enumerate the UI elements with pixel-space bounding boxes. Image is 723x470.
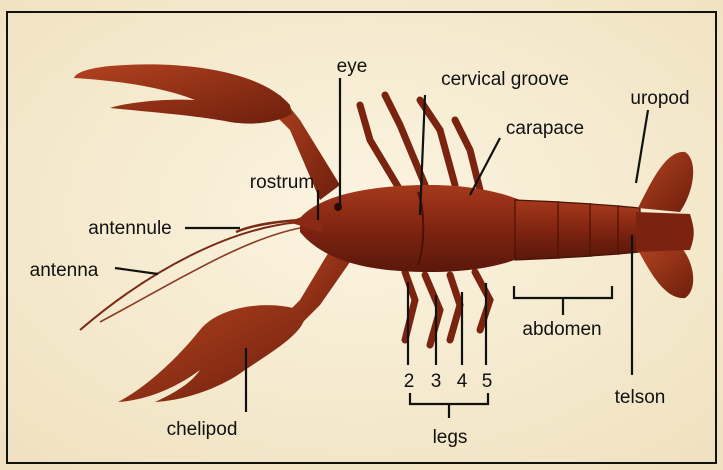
leg-number-2: 2 xyxy=(404,371,415,392)
cervical-groove-label: cervical groove xyxy=(441,69,569,90)
telson-shape xyxy=(636,212,694,252)
leg-number-5: 5 xyxy=(482,371,493,392)
abdomen-label: abdomen xyxy=(522,319,601,340)
leg-number-4: 4 xyxy=(457,371,468,392)
antennule-label: antennule xyxy=(88,218,171,239)
eye-label: eye xyxy=(337,56,368,77)
abdomen-segments xyxy=(515,200,640,260)
legs-label: legs xyxy=(433,427,468,448)
leg-number-3: 3 xyxy=(431,371,442,392)
chelipod-label: chelipod xyxy=(167,419,238,440)
rostrum-label: rostrum xyxy=(250,172,314,193)
uropod-label: uropod xyxy=(630,88,689,109)
antenna-label: antenna xyxy=(30,260,99,281)
carapace-label: carapace xyxy=(506,118,584,139)
telson-label: telson xyxy=(615,387,666,408)
